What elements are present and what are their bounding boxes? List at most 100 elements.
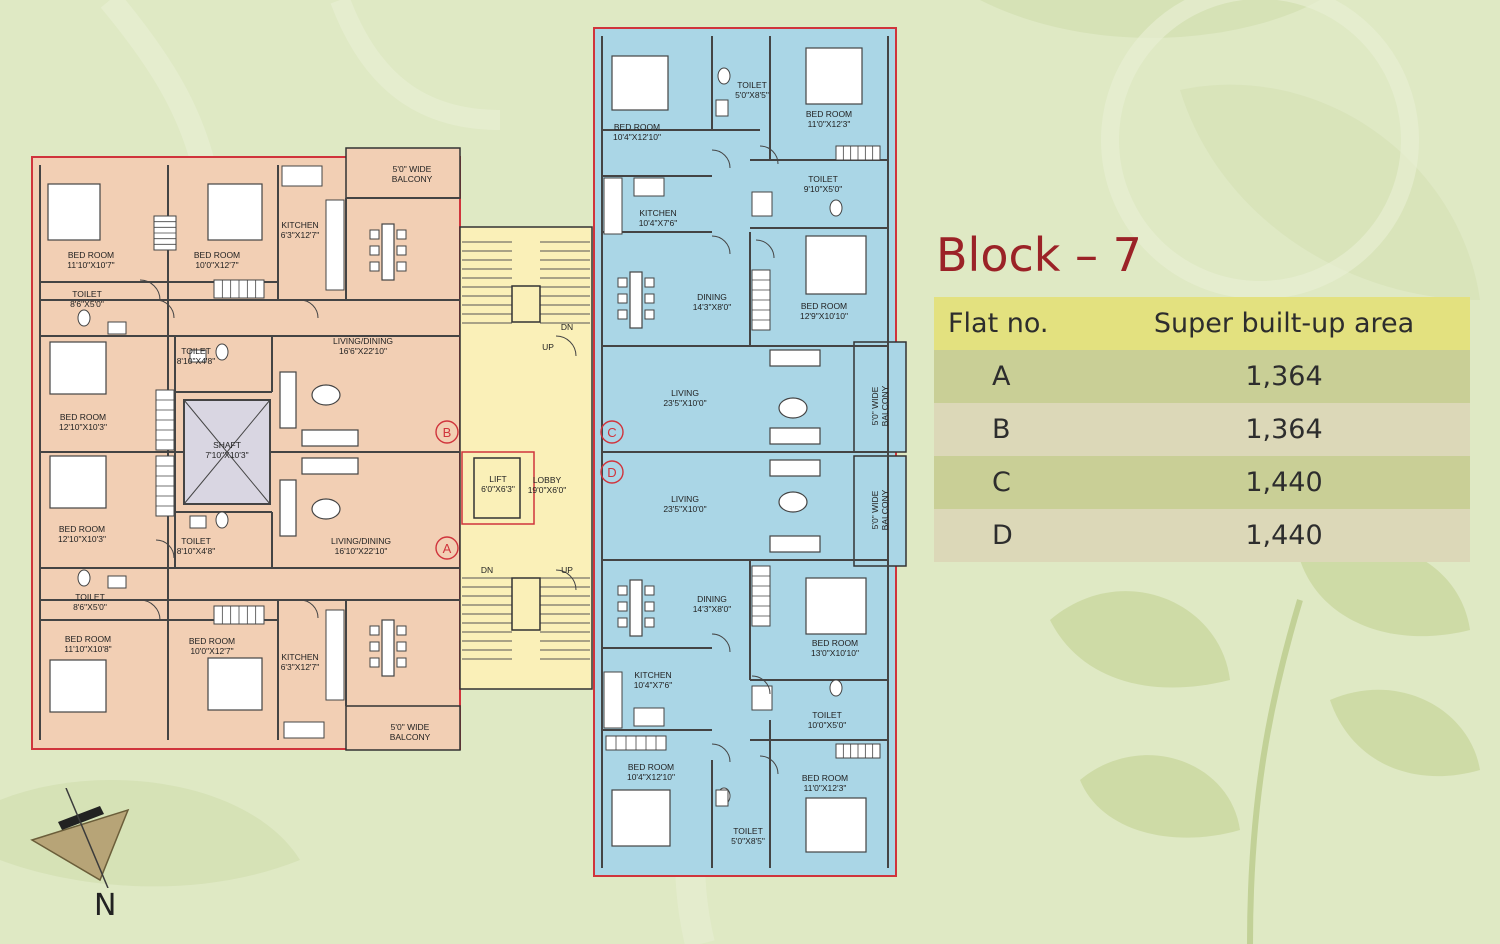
chair-icon	[617, 293, 628, 304]
room-name: UP	[542, 342, 554, 352]
bed-icon	[805, 47, 863, 105]
room-dimension: 14'3"X8'0"	[693, 604, 732, 614]
room-dimension: 14'3"X8'0"	[693, 302, 732, 312]
room-name: 5'0" WIDE	[870, 386, 880, 425]
door-swing	[751, 675, 771, 695]
dining-table-icon	[629, 271, 643, 329]
toilet-fixture-icon	[215, 511, 229, 529]
room-name: BED ROOM	[68, 250, 114, 260]
room-name: KITCHEN	[639, 208, 676, 218]
door-swing	[555, 569, 577, 591]
flat-marker-circle	[435, 420, 459, 444]
table-row: C 1,440	[934, 456, 1470, 509]
sofa-icon	[279, 479, 297, 537]
room-dimension: 13'0"X10'10"	[811, 648, 859, 658]
lift-frame	[461, 451, 535, 525]
room-name: BED ROOM	[189, 636, 235, 646]
chair-icon	[617, 601, 628, 612]
compass-north-label: N	[94, 888, 117, 923]
room-dimension: 23'5"X10'0"	[663, 398, 706, 408]
balcony-right-lower	[853, 455, 907, 567]
table-row: D 1,440	[934, 509, 1470, 562]
chair-icon	[396, 625, 407, 636]
area-cell: 1,364	[1098, 403, 1470, 456]
room-dimension: 11'0"X12'3"	[808, 119, 851, 129]
bed-icon	[49, 341, 107, 395]
door-swing	[759, 145, 779, 165]
bed-icon	[49, 455, 107, 509]
kitchen-counter-icon	[603, 671, 623, 729]
bed-icon	[207, 657, 263, 711]
bed-icon	[49, 659, 107, 713]
balcony-bottom-left	[345, 705, 461, 751]
coffee-table-icon	[778, 491, 808, 513]
area-cell: 1,440	[1098, 456, 1470, 509]
flat-marker-d: D	[607, 465, 616, 480]
flat-marker-circle	[600, 420, 624, 444]
door-swing	[299, 599, 319, 619]
room-label: UP	[542, 342, 554, 352]
chair-icon	[644, 617, 655, 628]
room-dimension: 6'3"X12'7"	[281, 662, 320, 672]
bed-icon	[47, 183, 101, 241]
flat-cell: D	[934, 509, 1098, 562]
room-label: DN	[561, 322, 573, 332]
chair-icon	[617, 585, 628, 596]
dining-table-icon	[629, 579, 643, 637]
room-name: 5'0" WIDE	[393, 164, 432, 174]
door-swing	[759, 755, 779, 775]
flat-marker-circle	[435, 536, 459, 560]
flat-marker-a: A	[443, 541, 452, 556]
room-dimension: 10'4"X7'6"	[639, 218, 678, 228]
flat-cell: C	[934, 456, 1098, 509]
area-table-header: Flat no. Super built-up area	[934, 297, 1470, 350]
room-dimension: 9'10"X5'0"	[804, 184, 843, 194]
chair-icon	[617, 617, 628, 628]
room-dimension: 6'3"X12'7"	[281, 230, 320, 240]
flat-marker-circle	[600, 460, 624, 484]
washbasin-icon	[715, 99, 729, 117]
room-name: TOILET	[72, 289, 102, 299]
room-name: BED ROOM	[65, 634, 111, 644]
room-name: TOILET	[181, 536, 211, 546]
room-dimension: 8'6"X5'0"	[70, 299, 104, 309]
door-swing	[155, 299, 175, 319]
room-dimension: 12'10"X10'3"	[59, 422, 107, 432]
room-name: BED ROOM	[60, 412, 106, 422]
kitchen-counter-icon	[325, 199, 345, 291]
shaft-cross	[183, 399, 271, 505]
balcony-top-left	[345, 147, 461, 199]
room-name: UP	[561, 565, 573, 575]
area-cell: 1,440	[1098, 509, 1470, 562]
bed-icon	[805, 235, 867, 295]
room-dimension: 11'0"X12'3"	[804, 783, 847, 793]
washbasin-icon	[107, 575, 127, 589]
room-name: TOILET	[808, 174, 838, 184]
kitchen-counter-icon	[325, 609, 345, 701]
room-dimension: BALCONY	[390, 732, 431, 742]
room-name: TOILET	[737, 80, 767, 90]
chair-icon	[644, 293, 655, 304]
door-swing	[139, 279, 161, 301]
washbasin-icon	[751, 191, 773, 217]
room-name: DN	[561, 322, 573, 332]
coffee-table-icon	[311, 498, 341, 520]
room-dimension: 12'9"X10'10"	[800, 311, 848, 321]
toilet-fixture-icon	[829, 199, 843, 217]
sofa-icon	[301, 429, 359, 447]
